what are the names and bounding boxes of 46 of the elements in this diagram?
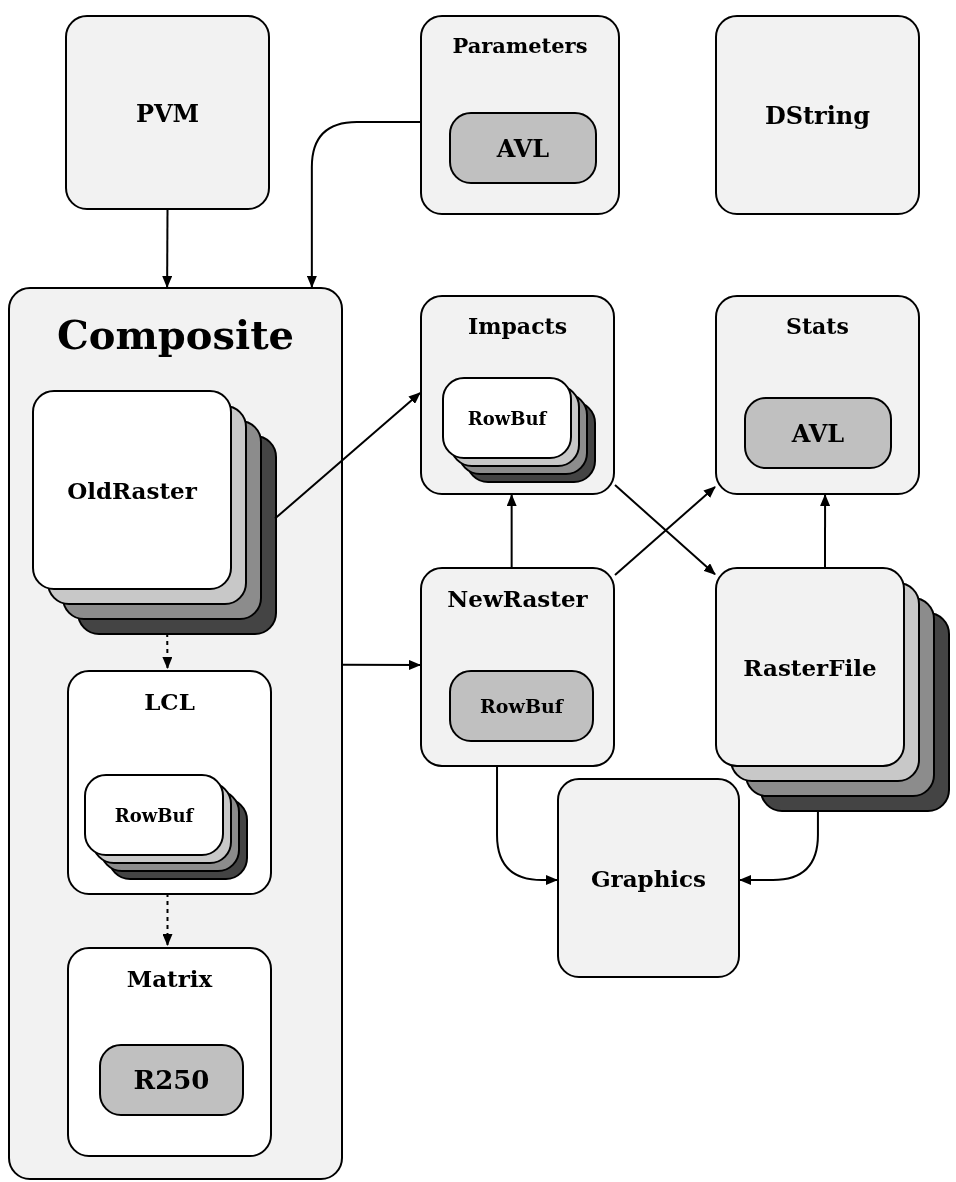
stacked-box [442, 377, 596, 483]
arrow [306, 121, 421, 288]
node-label: RowBuf [114, 804, 194, 826]
node-label: RowBuf [467, 407, 547, 429]
node-label: Composite [56, 311, 295, 358]
node-label: Graphics [590, 864, 707, 892]
node-label: Stats [786, 313, 849, 339]
node-label: Parameters [452, 33, 588, 58]
node-label: NewRaster [447, 585, 588, 612]
process-box [715, 15, 920, 215]
process-box [65, 15, 270, 210]
dashed-arrow [162, 892, 173, 946]
node-label: OldRaster [67, 476, 197, 504]
dashed-arrow [162, 632, 173, 669]
node-label: RasterFile [743, 653, 877, 681]
group-box [420, 15, 620, 215]
node-label: R250 [133, 1065, 210, 1095]
arrow [496, 766, 558, 885]
stacked-box [84, 774, 248, 880]
arrow [820, 494, 831, 568]
group-box [715, 295, 920, 495]
group-box [420, 567, 615, 767]
stacked-box [32, 390, 277, 635]
group-box [8, 287, 343, 1180]
process-box [449, 670, 594, 742]
process-box [449, 112, 597, 184]
node-label: AVL [791, 418, 845, 448]
arrow [274, 392, 421, 520]
arrow [342, 659, 421, 670]
node-label: AVL [496, 133, 550, 163]
node-label: Impacts [467, 313, 568, 339]
stacked-box [715, 567, 950, 812]
node-label: DString [764, 100, 871, 130]
process-box [744, 397, 892, 469]
node-label: Matrix [126, 965, 213, 992]
group-box [67, 947, 272, 1157]
node-label: RowBuf [480, 695, 563, 717]
group-box [67, 670, 272, 895]
process-box [99, 1044, 244, 1116]
group-box [420, 295, 615, 495]
node-label: LCL [144, 688, 195, 715]
process-box [557, 778, 740, 978]
arrow [162, 209, 173, 288]
arrow [506, 494, 517, 568]
arrow [739, 811, 819, 885]
node-label: PVM [135, 98, 200, 127]
